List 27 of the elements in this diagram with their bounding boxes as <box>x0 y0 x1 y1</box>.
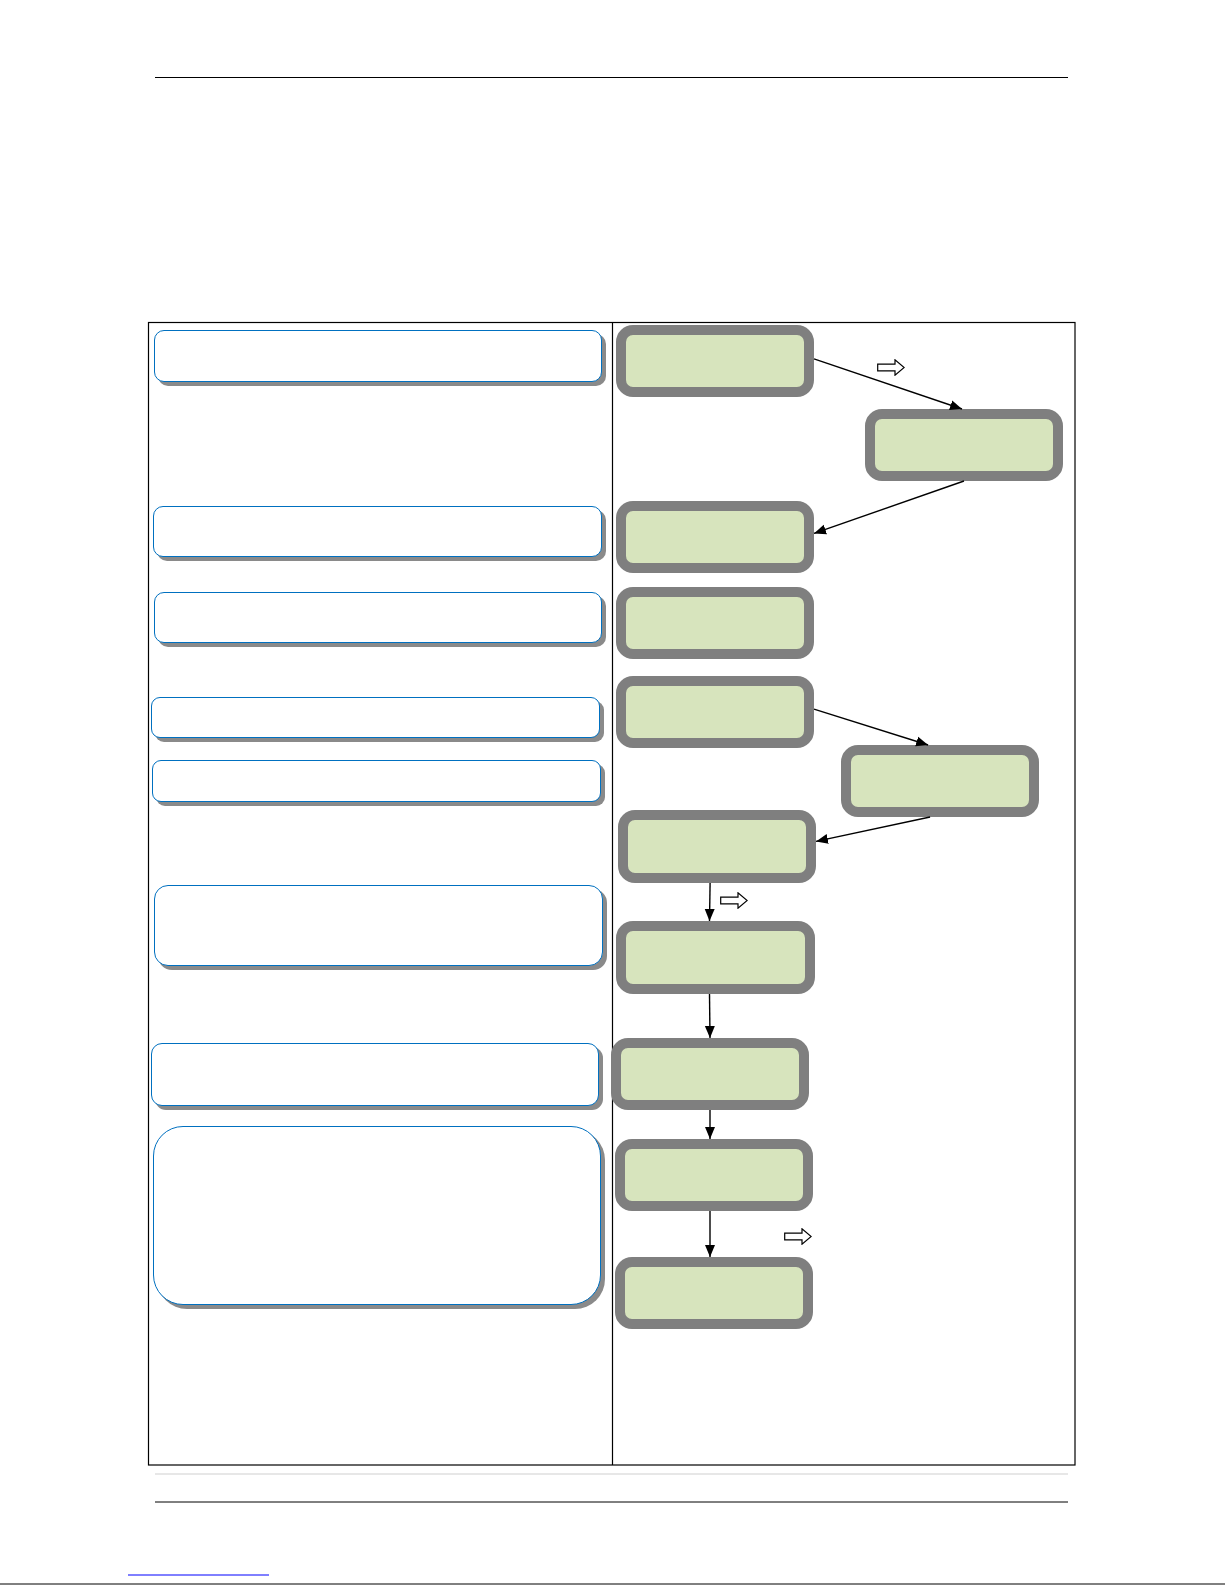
step-box <box>615 1139 813 1211</box>
arrow <box>813 480 965 535</box>
step-box <box>616 325 814 397</box>
note-box <box>154 592 606 647</box>
note-box <box>151 697 604 742</box>
arrow <box>813 708 929 747</box>
arrow <box>705 1210 715 1258</box>
note-box <box>154 885 607 970</box>
step-box <box>618 810 816 883</box>
step-box <box>841 745 1039 817</box>
arrow <box>813 358 963 410</box>
arrow <box>704 882 715 922</box>
step-box <box>615 1257 813 1329</box>
step-box <box>616 921 815 994</box>
note-box <box>153 506 606 561</box>
note-box <box>152 760 605 806</box>
step-box <box>865 409 1063 481</box>
arrow <box>704 993 715 1039</box>
note-box <box>154 330 606 386</box>
step-box <box>611 1038 809 1110</box>
note-box <box>153 1126 605 1309</box>
arrow <box>705 1109 715 1140</box>
arrow <box>815 816 931 844</box>
note-box <box>151 1043 603 1110</box>
step-box <box>616 501 814 573</box>
step-box <box>616 676 814 748</box>
step-box <box>616 587 814 659</box>
